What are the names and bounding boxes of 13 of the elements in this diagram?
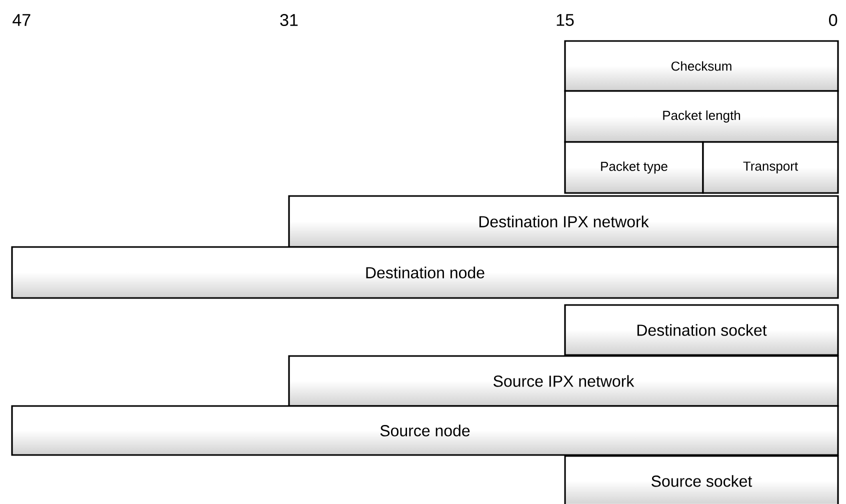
field-box: Source IPX network (288, 355, 839, 407)
bit-number: 31 (280, 14, 298, 26)
field-box: Source node (11, 405, 839, 456)
field-box: Packet length (564, 90, 839, 143)
field-box: Source socket (564, 455, 839, 504)
field-box: Transport (702, 141, 839, 194)
bit-number: 15 (556, 14, 574, 26)
field-box: Packet type (564, 141, 704, 194)
field-box: Checksum (564, 40, 839, 92)
field-box: Destination node (11, 246, 839, 299)
bit-number: 47 (12, 14, 30, 26)
field-box: Destination IPX network (288, 195, 839, 248)
field-box: Destination socket (564, 304, 839, 356)
